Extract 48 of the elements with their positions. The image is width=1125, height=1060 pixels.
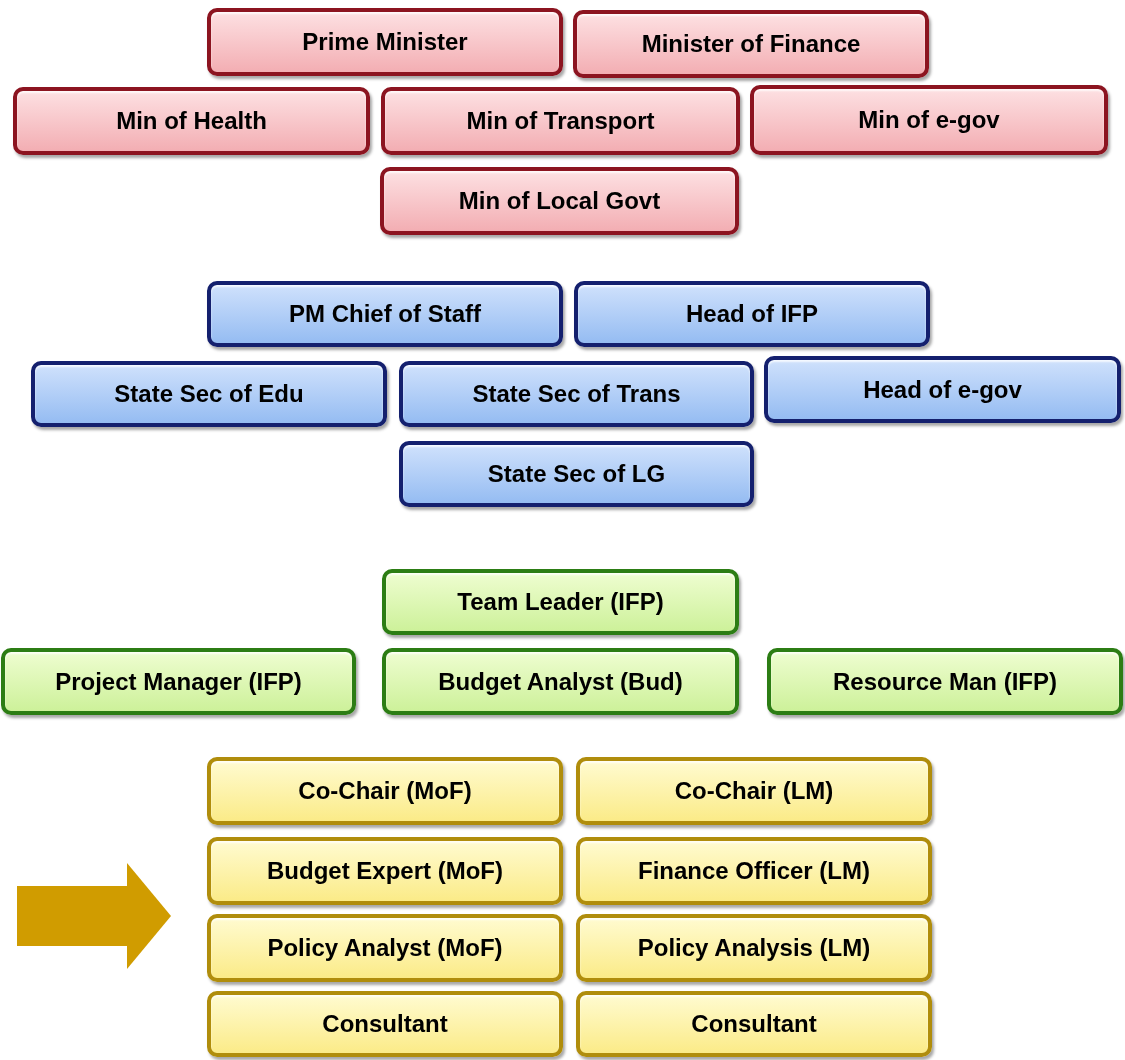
role-label: Consultant xyxy=(322,1010,448,1038)
role-label: Min of Transport xyxy=(466,107,655,135)
role-label: PM Chief of Staff xyxy=(289,300,481,328)
role-box xyxy=(380,167,739,235)
role-label: Project Manager (IFP) xyxy=(55,667,302,696)
role-box xyxy=(767,648,1123,715)
role-box xyxy=(382,569,739,635)
role-box xyxy=(576,991,932,1057)
role-label: Budget Analyst (Bud) xyxy=(438,667,683,696)
role-label: State Sec of Edu xyxy=(114,380,304,408)
role-label: Head of e-gov xyxy=(863,375,1022,404)
role-box xyxy=(399,441,754,507)
role-box xyxy=(576,837,932,905)
role-box xyxy=(576,914,932,982)
role-box xyxy=(764,356,1121,423)
role-box xyxy=(574,281,930,347)
role-label: Minister of Finance xyxy=(641,30,861,58)
role-label: Budget Expert (MoF) xyxy=(267,857,503,885)
role-label: Policy Analyst (MoF) xyxy=(267,934,503,962)
role-label: Min of Local Govt xyxy=(458,187,661,215)
role-label: Min of e-gov xyxy=(858,106,1000,134)
role-box xyxy=(207,281,563,347)
role-box xyxy=(207,8,563,76)
role-label: Co-Chair (LM) xyxy=(674,777,834,805)
role-label: Min of Health xyxy=(116,107,267,135)
role-label: Finance Officer (LM) xyxy=(638,857,870,885)
role-box xyxy=(573,10,929,78)
role-box xyxy=(207,837,563,905)
role-box xyxy=(576,757,932,825)
role-box xyxy=(207,757,563,825)
role-label: Consultant xyxy=(691,1010,817,1038)
role-label: Resource Man (IFP) xyxy=(832,667,1057,696)
role-box xyxy=(750,85,1108,155)
role-box xyxy=(1,648,356,715)
role-box xyxy=(382,648,739,715)
role-box xyxy=(31,361,387,427)
role-box xyxy=(381,87,740,155)
role-box xyxy=(13,87,370,155)
role-label: Co-Chair (MoF) xyxy=(298,777,472,805)
role-label: State Sec of Trans xyxy=(472,380,681,408)
role-box xyxy=(207,914,563,982)
role-label: State Sec of LG xyxy=(487,460,666,488)
role-label: Policy Analysis (LM) xyxy=(637,934,871,962)
role-label: Prime Minister xyxy=(302,28,468,56)
role-label: Head of IFP xyxy=(686,300,818,328)
role-box xyxy=(207,991,563,1057)
role-label: Team Leader (IFP) xyxy=(457,588,664,616)
role-box xyxy=(399,361,754,427)
